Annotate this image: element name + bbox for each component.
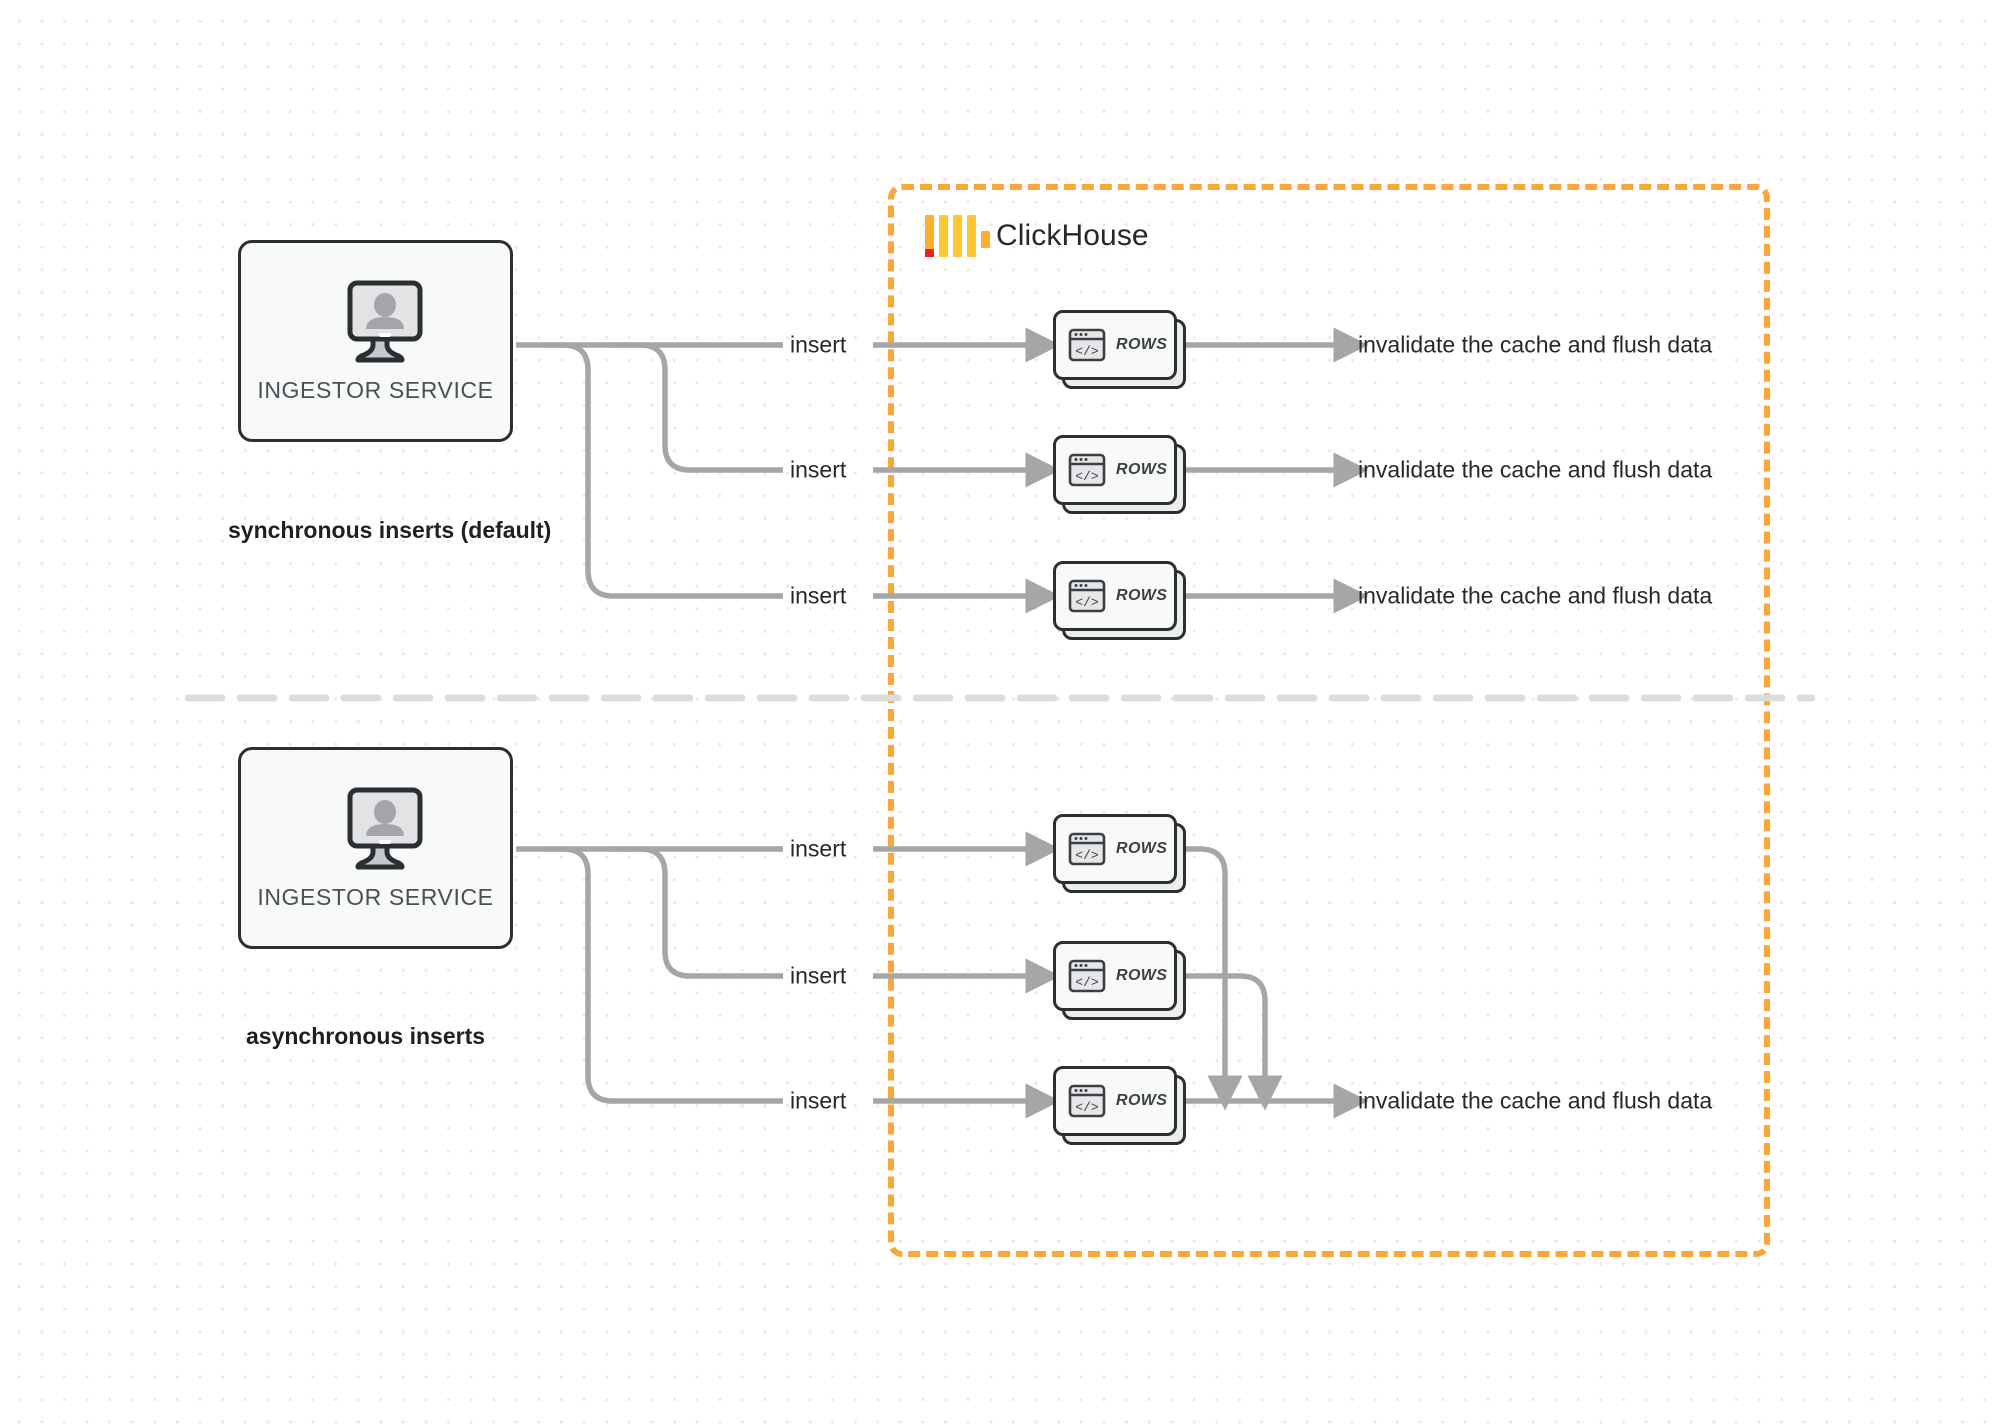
rows-node-label: ROWS bbox=[1116, 461, 1168, 478]
async-edge-2-left bbox=[610, 846, 783, 979]
rows-node-label: ROWS bbox=[1116, 336, 1168, 353]
rows-node-sync-1[interactable]: </> ROWS bbox=[1053, 310, 1186, 389]
insert-label-async-2: insert bbox=[790, 962, 847, 989]
insert-label-sync-3: insert bbox=[790, 582, 847, 609]
caption-synchronous: synchronous inserts (default) bbox=[228, 517, 552, 543]
rows-node-sync-3[interactable]: </> ROWS bbox=[1053, 561, 1186, 640]
sync-edge-3-left bbox=[545, 342, 783, 599]
rows-node-async-3[interactable]: </> ROWS bbox=[1053, 1066, 1186, 1145]
code-window-icon: </> bbox=[1068, 1084, 1106, 1118]
insert-label-async-3: insert bbox=[790, 1087, 847, 1114]
rows-node-async-1[interactable]: </> ROWS bbox=[1053, 814, 1186, 893]
monitor-user-icon bbox=[347, 280, 422, 362]
clickhouse-brand: ClickHouse bbox=[925, 215, 1149, 257]
insert-label-sync-2: insert bbox=[790, 456, 847, 483]
clickhouse-wordmark: ClickHouse bbox=[996, 219, 1149, 252]
async-edge-3-left bbox=[545, 846, 783, 1104]
svg-text:</>: </> bbox=[1075, 344, 1099, 359]
rows-node-async-2[interactable]: </> ROWS bbox=[1053, 941, 1186, 1020]
outcome-label-sync-2: invalidate the cache and flush data bbox=[1358, 456, 1713, 483]
code-window-icon: </> bbox=[1068, 328, 1106, 362]
svg-text:</>: </> bbox=[1075, 848, 1099, 863]
insert-label-async-1: insert bbox=[790, 835, 847, 862]
code-window-icon: </> bbox=[1068, 959, 1106, 993]
monitor-user-icon bbox=[347, 787, 422, 869]
rows-node-label: ROWS bbox=[1116, 587, 1168, 604]
outcome-label-sync-1: invalidate the cache and flush data bbox=[1358, 331, 1713, 358]
rows-node-label: ROWS bbox=[1116, 1092, 1168, 1109]
code-window-icon: </> bbox=[1068, 579, 1106, 613]
ingestor-service-label-sync: INGESTOR SERVICE bbox=[257, 376, 494, 403]
rows-node-label: ROWS bbox=[1116, 840, 1168, 857]
ingestor-service-sync[interactable]: INGESTOR SERVICE bbox=[238, 240, 513, 442]
code-window-icon: </> bbox=[1068, 453, 1106, 487]
code-window-icon: </> bbox=[1068, 832, 1106, 866]
sync-edge-2-left bbox=[610, 342, 783, 473]
svg-text:</>: </> bbox=[1075, 975, 1099, 990]
ingestor-service-async[interactable]: INGESTOR SERVICE bbox=[238, 747, 513, 949]
rows-node-label: ROWS bbox=[1116, 967, 1168, 984]
clickhouse-boundary bbox=[888, 184, 1770, 1257]
clickhouse-logo-icon bbox=[925, 215, 990, 257]
insert-label-sync-1: insert bbox=[790, 331, 847, 358]
outcome-label-async-merged: invalidate the cache and flush data bbox=[1358, 1087, 1713, 1114]
rows-node-sync-2[interactable]: </> ROWS bbox=[1053, 435, 1186, 514]
outcome-label-sync-3: invalidate the cache and flush data bbox=[1358, 582, 1713, 609]
svg-text:</>: </> bbox=[1075, 595, 1099, 610]
ingestor-service-label-async: INGESTOR SERVICE bbox=[257, 883, 494, 910]
svg-text:</>: </> bbox=[1075, 1100, 1099, 1115]
caption-asynchronous: asynchronous inserts bbox=[246, 1023, 486, 1049]
svg-text:</>: </> bbox=[1075, 469, 1099, 484]
